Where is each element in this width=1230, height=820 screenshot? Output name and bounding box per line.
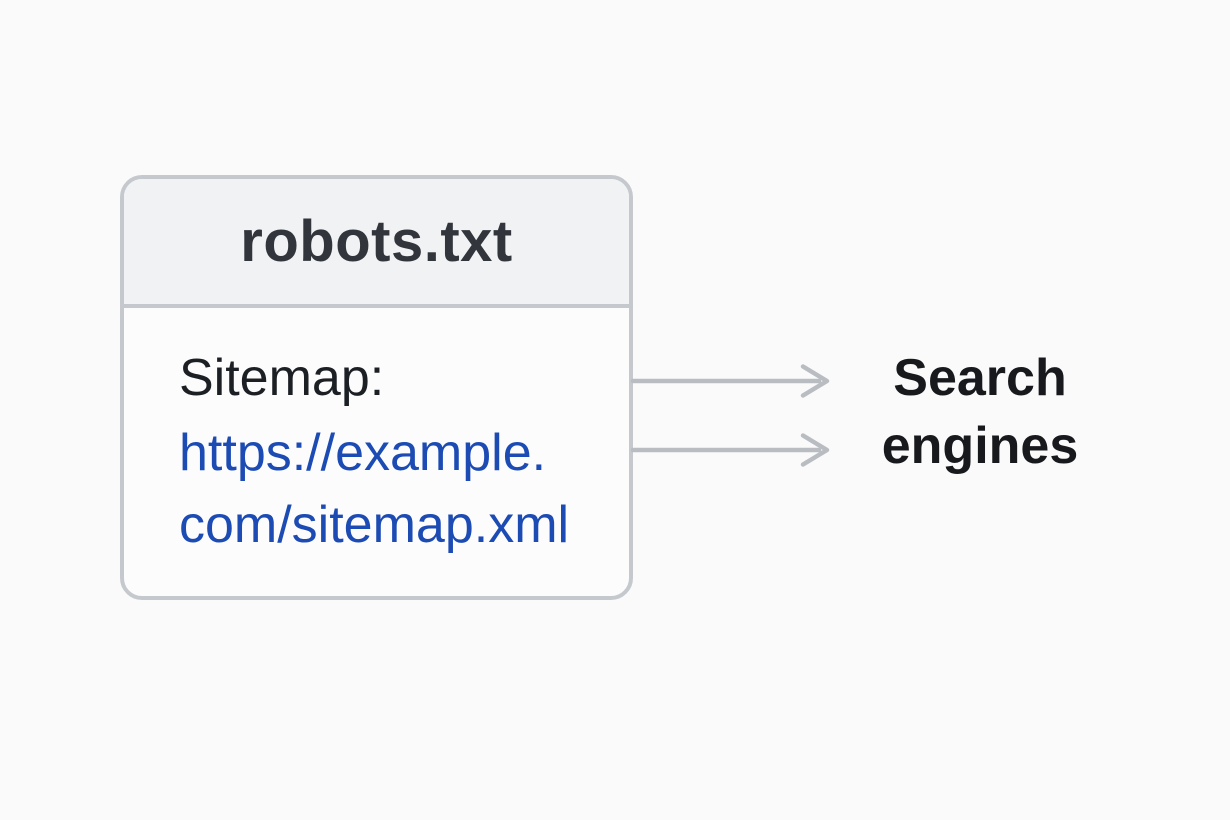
search-engines-line2: engines — [881, 417, 1079, 475]
card-header: robots.txt — [124, 179, 629, 308]
search-engines-label: Search engines — [850, 344, 1110, 480]
sitemap-url-text: https://example. com/sitemap.xml — [179, 417, 599, 561]
search-engines-line1: Search — [893, 349, 1067, 407]
card-title: robots.txt — [240, 209, 513, 274]
sitemap-url-line1: https://example. — [179, 424, 547, 482]
right-arrow-icon — [631, 433, 830, 467]
right-arrow-icon — [631, 364, 830, 398]
card-body: Sitemap: https://example. com/sitemap.xm… — [124, 308, 629, 561]
sitemap-url-line2: com/sitemap.xml — [179, 496, 570, 554]
sitemap-directive-label: Sitemap: — [179, 349, 385, 407]
robots-txt-card: robots.txt Sitemap: https://example. com… — [120, 175, 633, 600]
